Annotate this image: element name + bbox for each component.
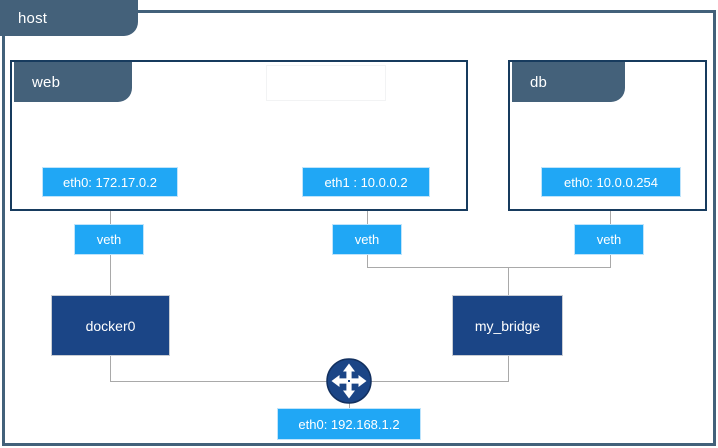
connector-router-bus bbox=[110, 381, 509, 382]
connector-bus-my-bridge bbox=[367, 267, 611, 268]
veth-1[interactable]: veth bbox=[74, 224, 144, 255]
veth-3[interactable]: veth bbox=[574, 224, 644, 255]
container-web-tab[interactable]: web bbox=[14, 62, 132, 102]
veth-2[interactable]: veth bbox=[332, 224, 402, 255]
container-db-tab[interactable]: db bbox=[512, 62, 625, 102]
container-web-label: web bbox=[32, 73, 61, 91]
interface-web-eth0[interactable]: eth0: 172.17.0.2 bbox=[42, 167, 178, 197]
container-db-label: db bbox=[530, 73, 548, 91]
connector-veth1-to-docker0 bbox=[110, 255, 111, 295]
connector-veth3-to-bus bbox=[610, 255, 611, 268]
interface-host-eth0[interactable]: eth0: 192.168.1.2 bbox=[277, 408, 421, 440]
host-tab[interactable]: host bbox=[0, 0, 138, 36]
interface-web-eth1[interactable]: eth1 : 10.0.0.2 bbox=[302, 167, 430, 197]
router-icon[interactable] bbox=[325, 357, 373, 405]
ghost-rectangle bbox=[266, 65, 386, 101]
bridge-my-bridge[interactable]: my_bridge bbox=[452, 295, 563, 356]
connector-my-bridge-to-router-bus bbox=[508, 356, 509, 381]
bridge-docker0[interactable]: docker0 bbox=[51, 295, 170, 356]
connector-veth2-to-bus bbox=[367, 255, 368, 268]
connector-router-to-host-eth0 bbox=[349, 400, 350, 410]
connector-docker0-to-router-bus bbox=[110, 356, 111, 381]
host-tab-label: host bbox=[18, 9, 48, 27]
connector-bus-to-my-bridge bbox=[508, 267, 509, 295]
interface-db-eth0[interactable]: eth0: 10.0.0.254 bbox=[541, 167, 681, 197]
